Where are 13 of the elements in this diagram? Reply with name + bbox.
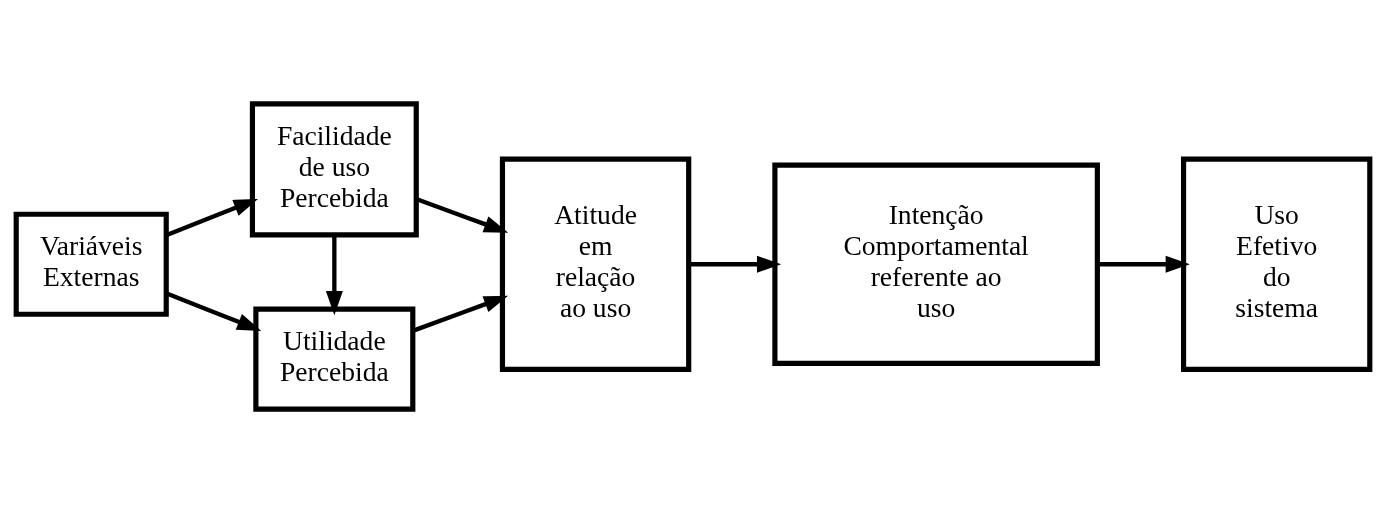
arrow	[166, 291, 262, 331]
node-box: Facilidade de uso Percebida	[249, 101, 419, 238]
node-box: Atitude em relação ao uso	[499, 156, 692, 373]
arrow	[325, 235, 343, 316]
arrow	[1097, 255, 1190, 273]
node-box: Variáveis Externas	[13, 211, 169, 317]
arrow	[688, 255, 782, 273]
arrow	[412, 295, 509, 333]
node-box: Utilidade Percebida	[253, 306, 416, 412]
arrow	[416, 197, 509, 233]
node-box: Uso Efetivo do sistema	[1181, 156, 1373, 373]
node-box: Intenção Comportamental referente ao uso	[772, 162, 1100, 366]
arrow	[166, 198, 258, 238]
